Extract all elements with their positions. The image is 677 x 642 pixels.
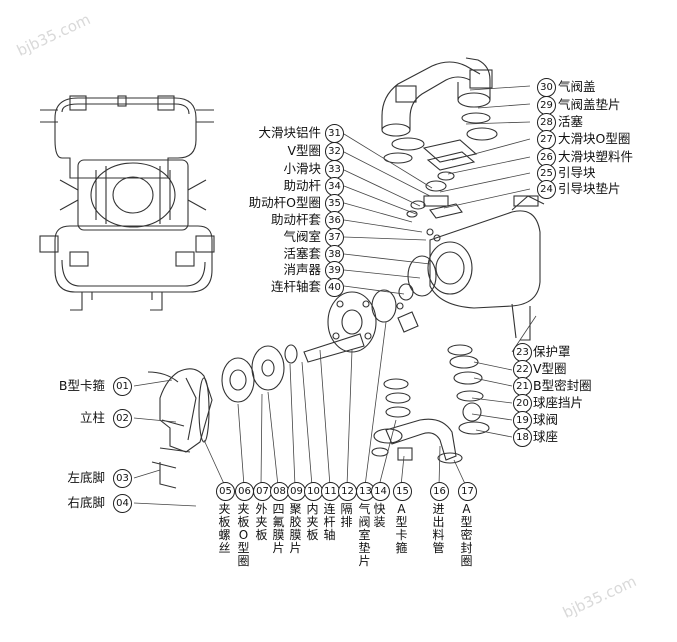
diaphragm-stack xyxy=(147,289,397,489)
part-label-02: 立柱 xyxy=(79,410,105,425)
air-valve-parts xyxy=(406,139,478,242)
part-label-05: 夹板螺丝 xyxy=(218,502,231,555)
part-label-32: V型圈 xyxy=(287,143,321,158)
part-label-08: 四氟膜片 xyxy=(272,502,285,555)
part-number-16: 16 xyxy=(430,482,449,501)
part-label-18: 球座 xyxy=(533,429,559,444)
part-number-34: 34 xyxy=(325,177,344,196)
part-label-16: 进出料管 xyxy=(432,502,445,555)
part-number-30: 30 xyxy=(537,78,556,97)
part-label-28: 活塞 xyxy=(558,114,584,129)
part-label-30: 气阀盖 xyxy=(558,79,596,94)
part-label-20: 球座挡片 xyxy=(533,395,584,410)
part-label-22: V型圈 xyxy=(533,361,567,376)
part-label-23: 保护罩 xyxy=(533,344,571,359)
part-number-03: 03 xyxy=(113,469,132,488)
part-label-29: 气阀盖垫片 xyxy=(558,97,621,112)
part-label-21: B型密封圈 xyxy=(533,378,592,393)
part-number-31: 31 xyxy=(325,124,344,143)
part-number-23: 23 xyxy=(513,343,532,362)
part-label-09: 聚胶膜片 xyxy=(289,502,302,555)
part-number-25: 25 xyxy=(537,164,556,183)
part-label-10: 内夹板 xyxy=(306,502,319,542)
part-label-01: B型卡箍 xyxy=(58,378,105,393)
part-label-07: 外夹板 xyxy=(255,502,268,542)
part-label-06: 夹板O型圈 xyxy=(237,502,250,568)
part-number-15: 15 xyxy=(393,482,412,501)
part-label-19: 球阀 xyxy=(533,412,559,427)
part-label-31: 大滑块铝件 xyxy=(258,125,321,140)
part-label-03: 左底脚 xyxy=(67,470,105,485)
part-number-40: 40 xyxy=(325,278,344,297)
part-number-17: 17 xyxy=(458,482,477,501)
upper-manifold xyxy=(381,57,498,164)
part-label-35: 助动杆O型圈 xyxy=(248,195,321,210)
part-label-04: 右底脚 xyxy=(67,495,105,510)
part-number-12: 12 xyxy=(338,482,357,501)
part-label-34: 助动杆 xyxy=(283,178,321,193)
part-number-05: 05 xyxy=(216,482,235,501)
part-label-11: 连杆轴 xyxy=(323,502,336,542)
leader-lines xyxy=(133,85,537,507)
assembled-pump-view xyxy=(39,95,215,311)
part-label-24: 引导块垫片 xyxy=(558,181,621,196)
part-number-24: 24 xyxy=(537,180,556,199)
part-label-26: 大滑块塑料件 xyxy=(558,149,634,164)
part-label-25: 引导块 xyxy=(558,165,596,180)
part-number-19: 19 xyxy=(513,411,532,430)
part-label-15: A型卡箍 xyxy=(395,502,408,555)
lower-valves xyxy=(371,344,490,464)
part-label-36: 助动杆套 xyxy=(270,212,321,227)
part-number-14: 14 xyxy=(371,482,390,501)
part-label-38: 活塞套 xyxy=(283,246,321,261)
part-label-37: 气阀室 xyxy=(283,229,321,244)
center-body xyxy=(396,195,545,341)
part-number-08: 08 xyxy=(270,482,289,501)
part-label-27: 大滑块O型圈 xyxy=(558,131,631,146)
part-label-40: 连杆轴套 xyxy=(270,279,321,294)
part-label-13: 气阀室垫片 xyxy=(358,502,371,568)
part-number-02: 02 xyxy=(113,409,132,428)
part-number-32: 32 xyxy=(325,142,344,161)
part-number-06: 06 xyxy=(235,482,254,501)
part-label-39: 消声器 xyxy=(283,262,321,277)
part-number-04: 04 xyxy=(113,494,132,513)
part-label-12: 隔排 xyxy=(340,502,353,529)
part-number-27: 27 xyxy=(537,130,556,149)
part-label-17: A型密封圈 xyxy=(460,502,473,568)
part-number-01: 01 xyxy=(113,377,132,396)
part-label-33: 小滑块 xyxy=(283,161,321,176)
part-label-14: 快装 xyxy=(373,502,386,529)
part-number-18: 18 xyxy=(513,428,532,447)
